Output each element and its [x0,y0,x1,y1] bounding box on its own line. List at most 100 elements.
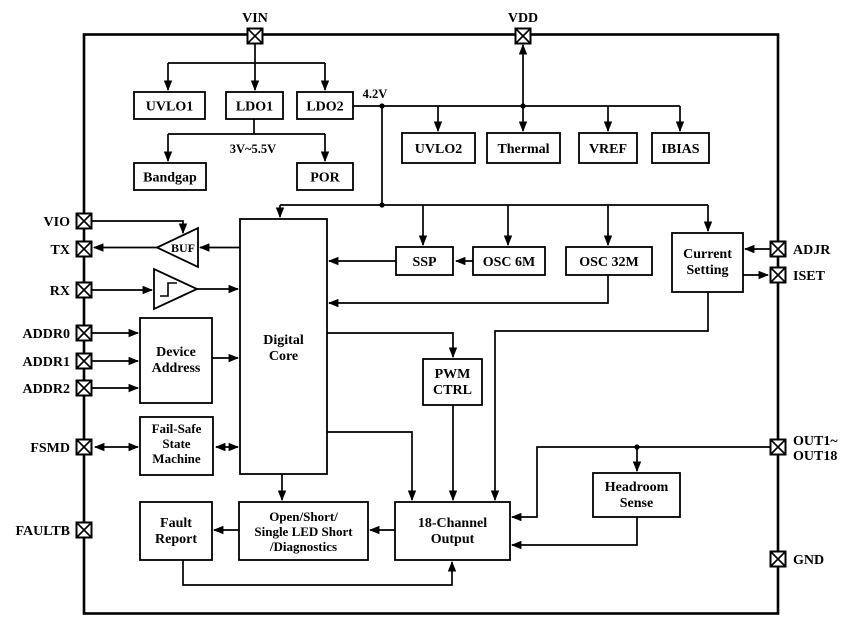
block-18-channel-output-label: 18-Channel [418,516,487,531]
wire-core-pwm [327,332,458,359]
block-thermal: Thermal [486,132,561,164]
block-osc32m-box [565,246,653,276]
pin-vio [75,212,93,230]
wire-faultreport-feedback [182,560,457,586]
block-ibias-box [651,132,710,164]
pin-x-icon [246,27,264,45]
pin-rx-label: RX [50,284,70,299]
pin-x-icon [75,438,93,456]
pin-x-icon [75,281,93,299]
block-fault-report-box [139,501,213,561]
block-ldo2-box [296,91,354,120]
block-ldo2: LDO2 [296,91,354,120]
pin-x-icon [769,438,787,456]
block-osc6m-box [472,246,546,276]
pin-x-icon [769,266,787,284]
block-vref-box [578,132,638,164]
block-digital-core-label: Digital [263,333,304,348]
block-por: POR [296,162,354,191]
annotation-4v2: 4.2V [363,87,388,101]
block-ssp-label: SSP [412,255,437,270]
voltage-annotations: 4.2V 3V~5.5V [230,87,388,156]
buf-label: BUF [171,241,195,255]
pin-x-icon [75,324,93,342]
pin-out-label: OUT1~ [793,434,838,449]
pin-x-icon [514,27,532,45]
junction-dot [634,444,640,450]
pin-adjr-label: ADJR [793,243,831,258]
block-current-setting-label: Current [683,247,732,262]
pin-fsmd-label: FSMD [30,441,70,456]
block-fail-safe-label: Machine [152,451,201,466]
block-ibias: IBIAS [651,132,710,164]
block-osc6m-label: OSC 6M [483,255,536,270]
block-headroom-sense-label: Sense [620,496,653,511]
block-uvlo1: UVLO1 [133,91,206,120]
block-ldo1: LDO1 [225,91,284,120]
block-vref: VREF [578,132,638,164]
block-uvlo1-label: UVLO1 [146,100,193,115]
buffer-buf: BUF [154,226,199,269]
pin-gnd-label: GND [793,553,824,568]
block-ldo1-box [225,91,284,120]
wire-vio-buf [92,220,188,235]
block-ibias-label: IBIAS [661,142,699,157]
annotation-3v-5v5: 3V~5.5V [230,142,276,156]
block-ldo1-label: LDO1 [236,100,273,115]
block-ssp: SSP [395,246,454,276]
block-osc32m: OSC 32M [565,246,653,276]
pin-x-icon [75,352,93,370]
block-uvlo1-box [133,91,206,120]
pin-addr0 [75,324,93,342]
block-pwm-ctrl: PWM CTRL [422,358,483,406]
pin-out-label: OUT18 [793,449,837,464]
pin-x-icon [769,550,787,568]
pin-x-icon [75,521,93,539]
block-pwm-ctrl-label: CTRL [433,383,472,398]
wire-osc32m-core [327,275,609,308]
pin-iset [769,266,787,284]
pin-vdd [514,27,532,45]
block-uvlo2: UVLO2 [401,132,476,164]
block-uvlo2-label: UVLO2 [415,142,462,157]
pin-faultb-label: FAULTB [16,524,70,539]
block-bandgap-box [133,162,207,191]
block-osc32m-label: OSC 32M [579,255,639,270]
block-current-setting-label: Setting [687,263,729,278]
pin-x-icon [75,212,93,230]
pin-x-icon [769,240,787,258]
wire-out-sense [510,446,770,522]
pin-vdd-label: VDD [508,11,538,26]
schmitt-symbol-icon [160,282,177,297]
block-headroom-sense: Headroom Sense [592,472,681,518]
pin-addr0-label: ADDR0 [23,327,70,342]
block-osc6m: OSC 6M [472,246,546,276]
pin-addr1-label: ADDR1 [23,355,70,370]
block-open-short-label: /Diagnostics [269,539,337,554]
block-headroom-sense-box [592,472,681,518]
pin-out [769,438,787,456]
pin-vin [246,27,264,45]
wires [92,43,770,586]
block-por-label: POR [310,171,340,186]
wire-headroom-output [510,517,638,550]
pin-tx-label: TX [51,243,70,258]
block-fail-safe-box [139,416,214,476]
block-fail-safe-label: State [162,436,190,451]
pin-iset-label: ISET [793,269,826,284]
block-open-short-label: Single LED Short [254,524,353,539]
schmitt-trigger [153,267,200,311]
pin-rx [75,281,93,299]
pin-adjr [769,240,787,258]
block-thermal-label: Thermal [497,142,549,157]
block-18-channel-output-label: Output [431,532,475,547]
wire-currentsetting-output [490,292,709,502]
pin-fsmd [75,438,93,456]
block-ssp-box [395,246,454,276]
pin-vio-label: VIO [44,215,71,230]
block-headroom-sense-label: Headroom [605,480,669,495]
block-fail-safe-label: Fail-Safe [152,421,202,436]
block-fault-report-label: Report [155,532,197,547]
